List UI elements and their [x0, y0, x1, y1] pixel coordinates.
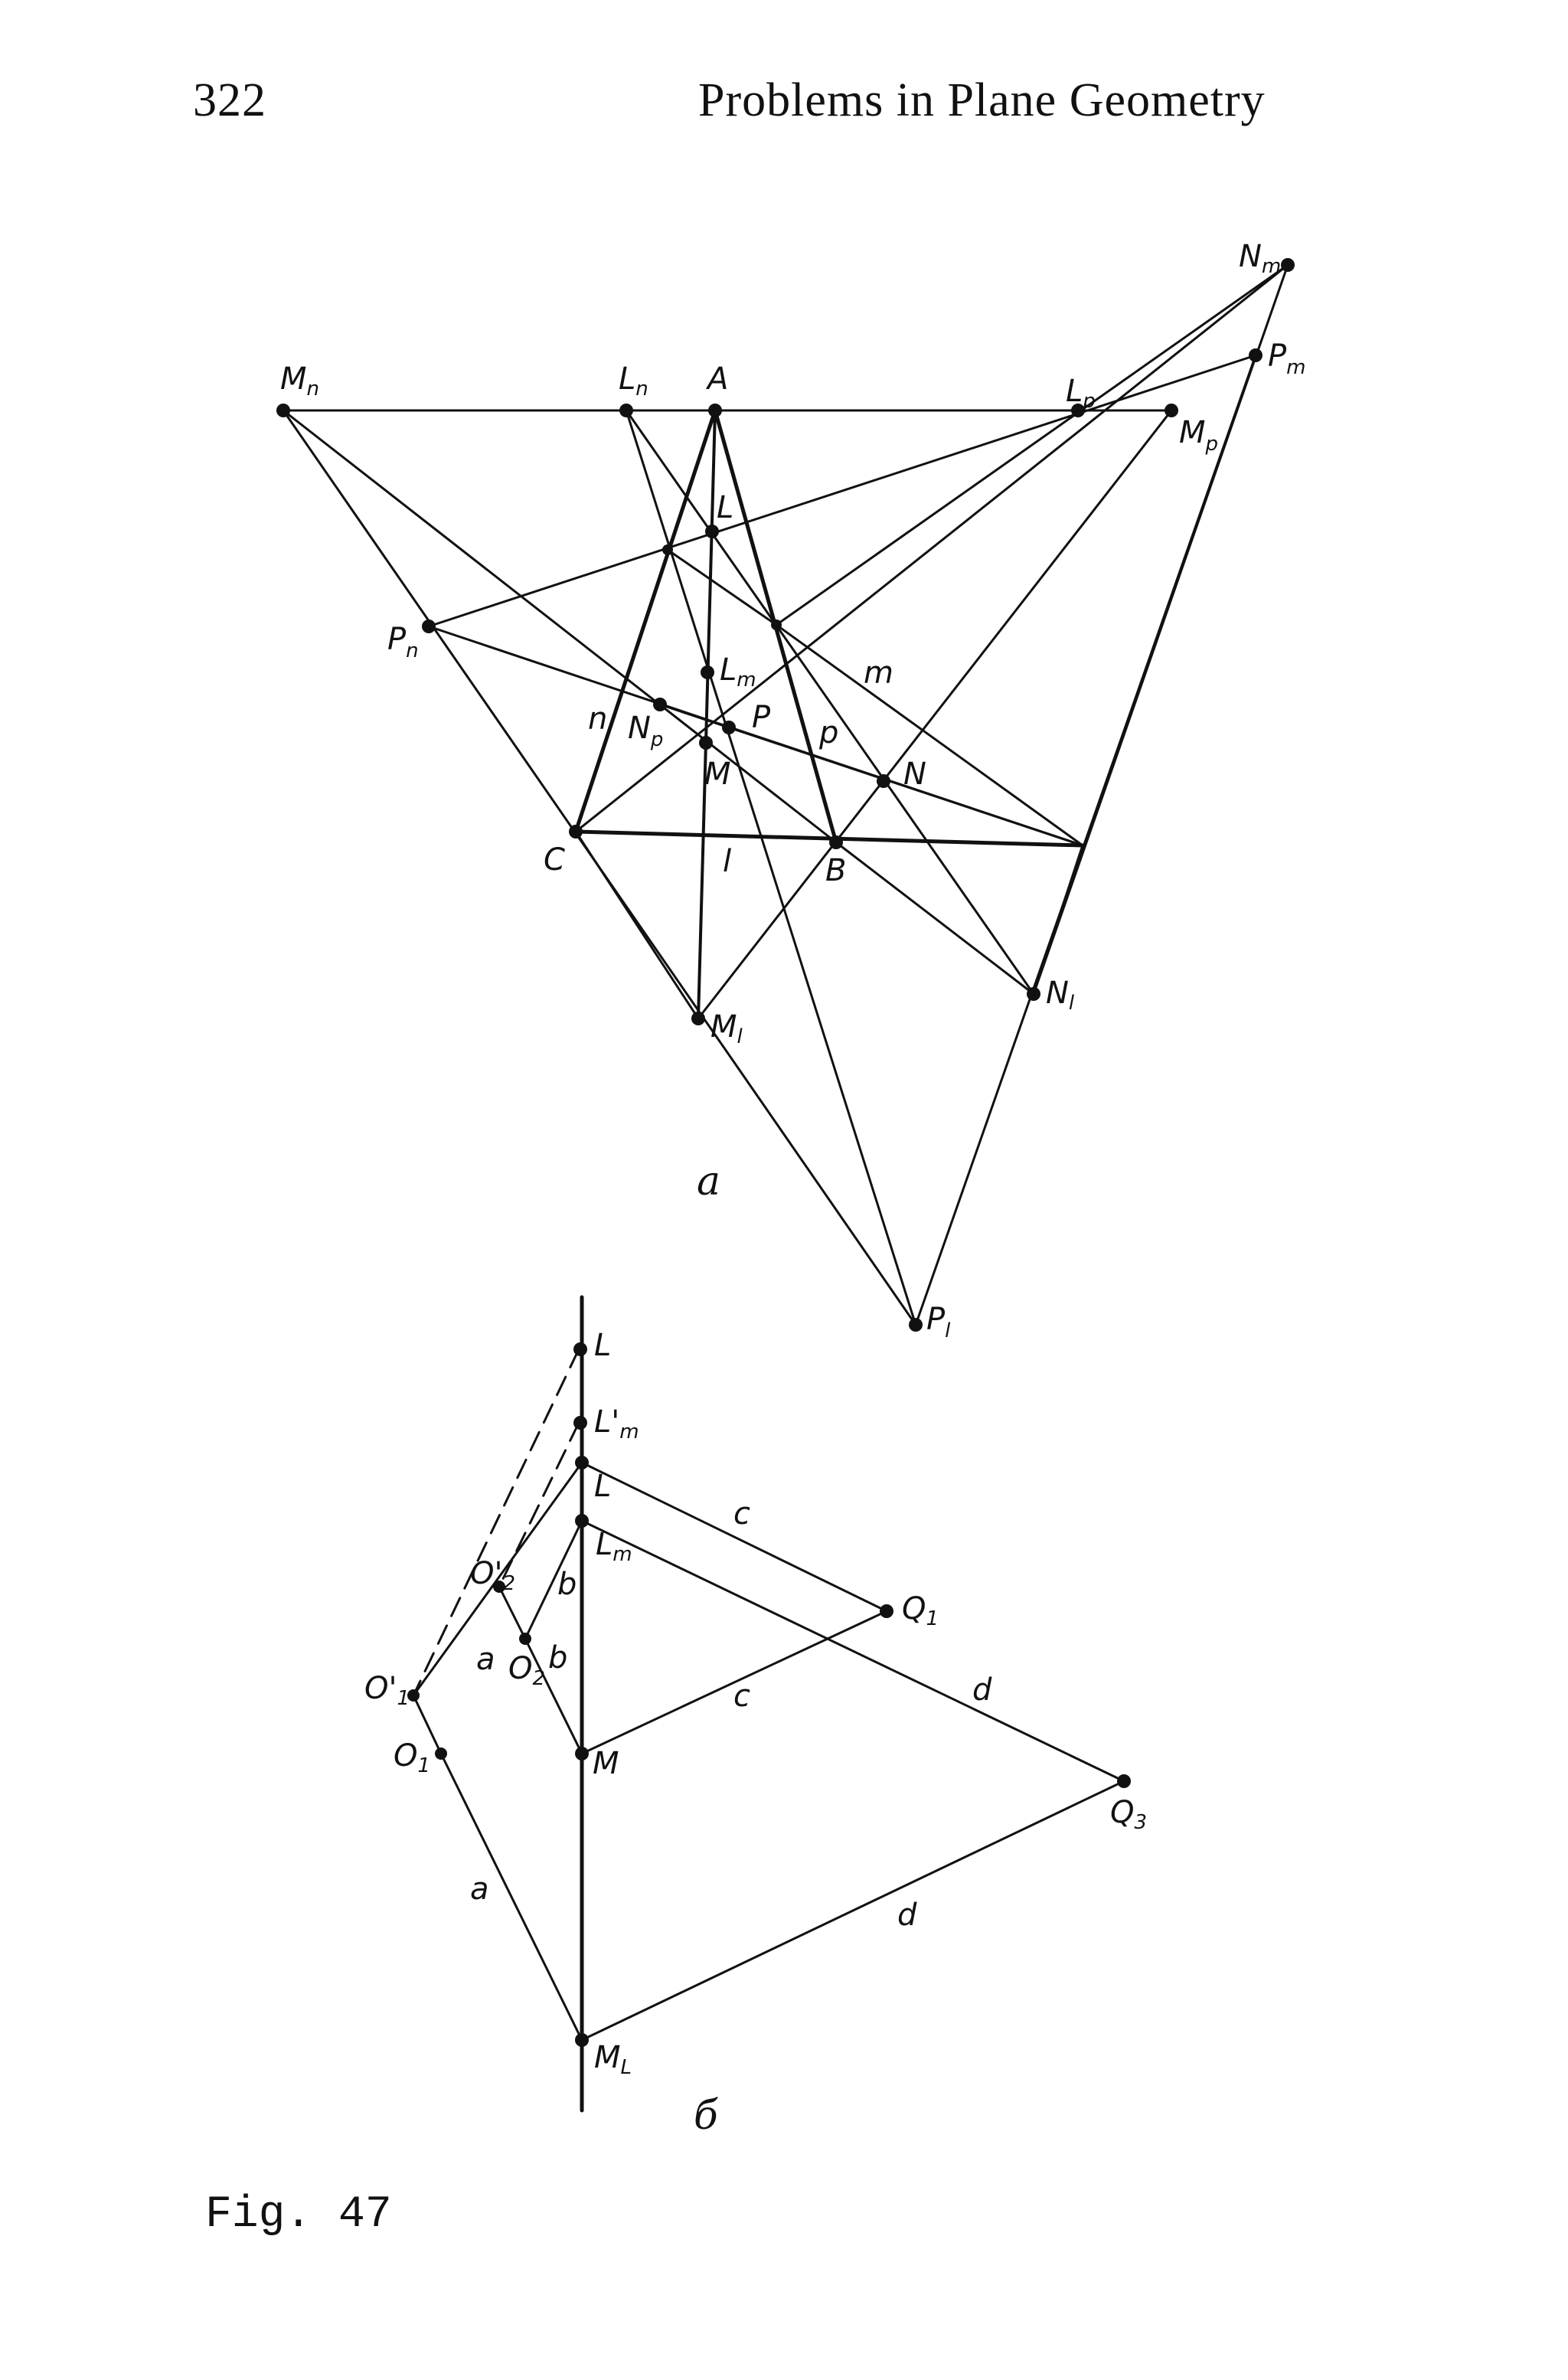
point-Lm-b [575, 1514, 589, 1528]
point-Pl [909, 1318, 923, 1332]
label-b-Q1: Q1 [902, 1591, 939, 1630]
seg-label-b-lower: b [548, 1640, 567, 1675]
panel-a-labels: Mn Ln A Lp Mp Nm Pm L Pn Lm Np M P N C B… [280, 239, 1305, 1342]
point-A [708, 404, 722, 417]
label-Lp: Lp [1066, 374, 1096, 413]
label-M: M [704, 757, 731, 792]
label-Nl: Nl [1046, 976, 1075, 1015]
point-intersection-2 [662, 544, 673, 555]
label-b-L-top: L [594, 1328, 611, 1363]
panel-a-points [276, 258, 1295, 1332]
figure-caption: Fig. 47 [205, 2190, 392, 2240]
panel-b [412, 1295, 1125, 2113]
seg-label-c-top: c [733, 1496, 750, 1532]
seg-label-d-top: d [972, 1672, 992, 1708]
point-O2-prime [493, 1581, 505, 1593]
point-Np [653, 698, 667, 711]
point-Lm [701, 665, 714, 679]
page-number: 322 [193, 74, 266, 126]
panel-a [282, 263, 1289, 1326]
point-Lm-prime [573, 1416, 587, 1430]
point-P [722, 721, 736, 734]
panel-a-tag: a [697, 1159, 720, 1205]
point-Pn [422, 620, 436, 633]
point-Pm [1249, 348, 1263, 362]
point-M-b [575, 1747, 589, 1760]
point-M [699, 736, 713, 750]
label-b-Ml: ML [594, 2040, 632, 2079]
label-Lm: Lm [720, 652, 756, 691]
label-L: L [717, 490, 733, 525]
label-b-O1-prime: O'1 [364, 1671, 410, 1710]
point-Nm [1281, 258, 1295, 272]
label-B: B [825, 853, 846, 888]
label-b-M: M [593, 1746, 619, 1781]
point-Nl [1027, 987, 1040, 1001]
line-label-n: n [588, 701, 607, 737]
point-Lp [1071, 404, 1085, 417]
label-b-Lm: Lm [596, 1527, 632, 1566]
running-title: Problems in Plane Geometry [698, 74, 1266, 126]
point-Mp [1165, 404, 1178, 417]
point-L-b [575, 1456, 589, 1470]
line-label-m: m [864, 655, 893, 691]
seg-label-a-bottom: a [470, 1872, 489, 1907]
label-b-O2: O2 [508, 1651, 545, 1690]
label-P: P [752, 700, 771, 735]
label-Mp: Mp [1179, 415, 1218, 456]
label-b-Q3: Q3 [1110, 1795, 1147, 1834]
point-Ml-b [575, 2033, 589, 2047]
label-Np: Np [628, 711, 663, 751]
seg-label-d-bottom: d [897, 1898, 917, 1933]
point-L-top [573, 1342, 587, 1356]
seg-label-a-top: a [476, 1642, 495, 1677]
point-Q3 [1117, 1774, 1131, 1788]
label-Pl: Pl [926, 1302, 951, 1342]
label-N: N [903, 757, 926, 792]
point-intersection [771, 620, 782, 630]
panel-b-points [407, 1342, 1131, 2047]
point-O1-prime [407, 1689, 420, 1702]
point-O1 [435, 1747, 447, 1760]
label-Ml: Ml [710, 1009, 743, 1048]
seg-label-c-bottom: c [733, 1679, 750, 1714]
label-Mn: Mn [280, 361, 319, 400]
panel-b-tag: б [694, 2093, 718, 2139]
panel-b-labels: L L'm L Lm O'2 O2 O'1 O1 M Q1 Q3 ML c c … [364, 1328, 1147, 2139]
point-Ln [619, 404, 633, 417]
point-Ml [691, 1012, 705, 1025]
label-Pm: Pm [1268, 338, 1305, 379]
label-b-O1: O1 [394, 1738, 430, 1777]
point-L [705, 525, 719, 538]
point-Mn [276, 404, 290, 417]
seg-label-b-upper: b [557, 1567, 577, 1602]
point-Q1 [880, 1604, 893, 1618]
point-B [829, 835, 843, 849]
label-b-O2-prime: O'2 [470, 1556, 515, 1595]
line-label-l: l [723, 844, 731, 879]
label-C: C [544, 842, 565, 878]
label-Ln: Ln [619, 361, 648, 400]
label-b-Lm-prime: L'm [594, 1404, 639, 1443]
point-N [877, 774, 890, 788]
point-O2 [519, 1633, 531, 1645]
label-A: A [705, 361, 728, 397]
label-Nm: Nm [1239, 239, 1281, 278]
label-Pn: Pn [387, 622, 419, 662]
label-b-L: L [594, 1469, 611, 1504]
line-label-p: p [818, 715, 838, 750]
point-C [569, 825, 583, 839]
